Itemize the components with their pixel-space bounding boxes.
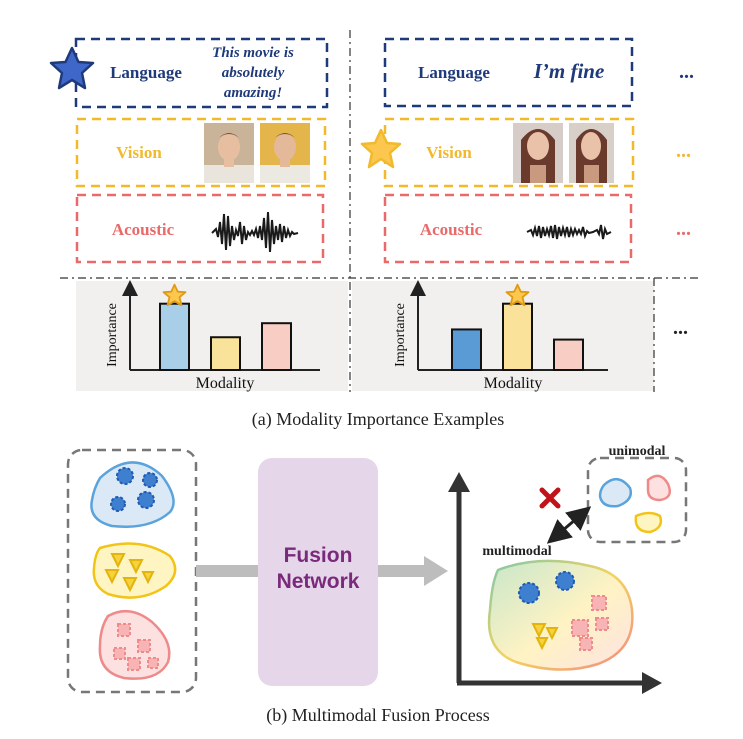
star-icon-language xyxy=(49,46,95,90)
ellipsis-vision: ... xyxy=(676,140,691,162)
unimodal-language-blob xyxy=(598,478,632,508)
acoustic-label-right: Acoustic xyxy=(420,220,483,239)
vision-label-right: Vision xyxy=(426,143,472,162)
language-text-line-3: amazing! xyxy=(224,85,282,101)
top-importance-star-icon-left xyxy=(162,283,187,307)
caption-b: (b) Multimodal Fusion Process xyxy=(266,705,490,726)
top-importance-star-icon-right xyxy=(505,283,530,307)
bar-acoustic-left xyxy=(261,322,292,372)
language-text-line-1: This movie is xyxy=(212,45,294,61)
caption-a: (a) Modality Importance Examples xyxy=(252,409,504,430)
output-arrow-head xyxy=(424,556,448,586)
vision-box-left xyxy=(75,117,327,188)
cross-icon xyxy=(539,487,561,509)
ellipsis-chart: ... xyxy=(673,317,688,339)
x-axis-label-right: Modality xyxy=(484,375,543,392)
acoustic-box-right xyxy=(383,193,633,264)
vision-points xyxy=(104,553,155,593)
distance-double-arrow xyxy=(546,506,592,544)
fusion-network-label-line-1: Fusion xyxy=(284,544,353,567)
bar-vision-left xyxy=(210,336,241,371)
acoustic-box-left xyxy=(75,193,325,264)
multimodal-acoustic-points xyxy=(571,595,609,651)
language-text-line-2: absolutely xyxy=(222,65,285,81)
y-axis-label-right: Importance xyxy=(393,303,408,367)
y-axis-label-left: Importance xyxy=(105,303,120,367)
x-axis-label-left: Modality xyxy=(196,375,255,392)
language-points xyxy=(110,467,158,512)
fusion-network-box xyxy=(258,458,378,686)
language-text-right: I’m fine xyxy=(533,59,605,83)
vision-label-left: Vision xyxy=(116,143,162,162)
fusion-network-label-line-2: Network xyxy=(277,570,360,593)
vision-box-right xyxy=(383,117,635,188)
waveform-right xyxy=(526,224,612,240)
importance-chart-right: Modality Importance xyxy=(393,280,608,392)
language-box-right xyxy=(383,37,634,108)
unimodal-acoustic-blob xyxy=(646,474,671,502)
bar-language-left xyxy=(159,302,190,372)
unimodal-vision-blob xyxy=(634,511,663,534)
language-label-right: Language xyxy=(418,63,490,82)
acoustic-label-left: Acoustic xyxy=(112,220,175,239)
input-arrow-shaft xyxy=(196,565,258,577)
video-frame-right-1 xyxy=(513,123,563,183)
video-frame-left-2 xyxy=(260,123,310,183)
language-label-left: Language xyxy=(110,63,182,82)
unimodal-label: unimodal xyxy=(609,444,666,459)
acoustic-points xyxy=(113,623,159,671)
bar-language-right xyxy=(451,328,482,372)
waveform-left xyxy=(211,211,299,253)
chart-background-left xyxy=(76,281,348,391)
multimodal-language-points xyxy=(518,571,575,604)
multimodal-vision-points xyxy=(531,623,559,651)
embedding-x-axis-arrow xyxy=(642,672,662,694)
bar-vision-right xyxy=(502,302,533,372)
unimodal-box xyxy=(586,456,688,544)
embedding-y-axis-arrow xyxy=(448,472,470,492)
output-arrow-shaft xyxy=(378,565,424,577)
video-frame-left-1 xyxy=(204,123,254,183)
video-frame-right-2 xyxy=(569,123,614,183)
ellipsis-language: ... xyxy=(679,61,694,83)
star-icon-vision xyxy=(360,128,402,169)
multimodal-label: multimodal xyxy=(482,544,551,559)
bar-acoustic-right xyxy=(553,338,584,371)
importance-chart-left: Modality Importance xyxy=(105,280,320,392)
ellipsis-acoustic: ... xyxy=(676,218,691,240)
